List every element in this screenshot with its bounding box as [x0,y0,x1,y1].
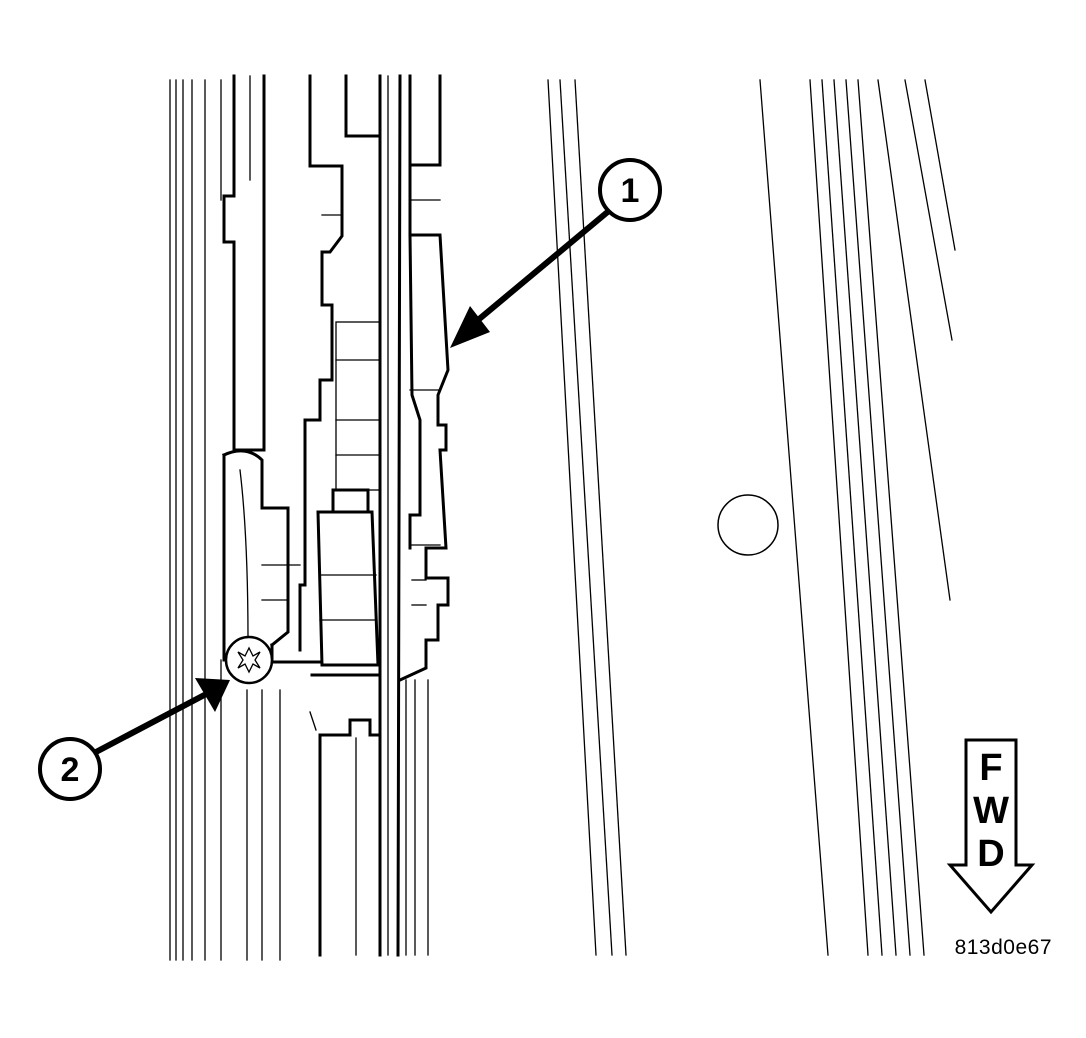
arrowhead-2 [195,678,230,712]
callout-2-label: 2 [61,751,80,789]
callout-1: 1 [598,158,662,222]
trim-panel-outline [221,74,322,664]
door-edge-component [398,74,450,956]
body-hole [717,494,779,556]
center-mechanism [298,74,382,957]
figure-id: 813d0e67 [954,936,1052,959]
left-frame-lines [169,79,281,961]
fwd-letter-w: W [973,790,1009,832]
callout-1-label: 1 [621,172,640,210]
screw [224,635,274,685]
callout-2: 2 [38,737,102,801]
body-panel-lines [547,79,956,956]
fwd-arrow: F W D [946,738,1036,915]
fwd-letter-f: F [979,747,1002,789]
fwd-letter-d: D [977,833,1004,875]
leader-arrows [91,205,615,757]
arrowhead-1 [450,306,490,348]
pillar-lines [378,74,402,957]
